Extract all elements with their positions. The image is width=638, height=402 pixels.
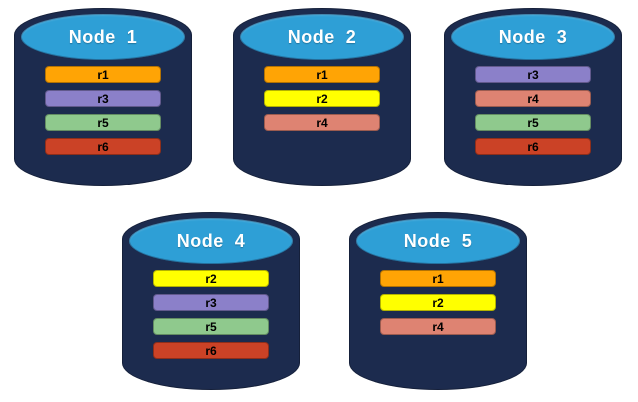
replica-label: r6 xyxy=(527,139,539,154)
cylinder-top-ellipse: Node 4 xyxy=(129,218,293,264)
replica-label: r5 xyxy=(97,115,109,130)
replica-bar-r6: r6 xyxy=(475,138,591,155)
cylinder-top-ellipse: Node 3 xyxy=(451,14,615,60)
replica-label: r2 xyxy=(205,271,217,286)
replica-bar-r2: r2 xyxy=(153,270,269,287)
replica-label: r2 xyxy=(432,295,444,310)
replica-label: r6 xyxy=(205,343,217,358)
replica-bar-r2: r2 xyxy=(264,90,380,107)
replica-bar-r4: r4 xyxy=(264,114,380,131)
node-title: Node 1 xyxy=(68,26,138,47)
replica-bar-r3: r3 xyxy=(153,294,269,311)
replica-label: r1 xyxy=(432,271,444,286)
replica-bar-r5: r5 xyxy=(475,114,591,131)
replica-bar-r2: r2 xyxy=(380,294,496,311)
replica-bar-r3: r3 xyxy=(475,66,591,83)
db-node-cylinder-3: Node 3 r3 r4 r5 r6 xyxy=(444,8,622,186)
replica-label: r4 xyxy=(432,319,444,334)
replica-label: r3 xyxy=(205,295,217,310)
replica-bar-r6: r6 xyxy=(45,138,161,155)
db-node-cylinder-1: Node 1 r1 r3 r5 r6 xyxy=(14,8,192,186)
replica-label: r4 xyxy=(527,91,539,106)
replica-bar-r1: r1 xyxy=(380,270,496,287)
replica-label: r2 xyxy=(316,91,328,106)
replica-list: r1 r3 r5 r6 xyxy=(14,66,192,155)
replica-label: r3 xyxy=(97,91,109,106)
replica-label: r5 xyxy=(205,319,217,334)
node-title: Node 4 xyxy=(176,230,246,251)
replica-bar-r4: r4 xyxy=(380,318,496,335)
replica-label: r1 xyxy=(97,67,109,82)
replica-bar-r3: r3 xyxy=(45,90,161,107)
replica-label: r1 xyxy=(316,67,328,82)
replica-label: r6 xyxy=(97,139,109,154)
replica-label: r3 xyxy=(527,67,539,82)
replica-list: r1 r2 r4 xyxy=(349,270,527,335)
replica-bar-r5: r5 xyxy=(153,318,269,335)
replica-list: r1 r2 r4 xyxy=(233,66,411,131)
cylinder-top-ellipse: Node 5 xyxy=(356,218,520,264)
db-node-cylinder-5: Node 5 r1 r2 r4 xyxy=(349,212,527,390)
replica-bar-r5: r5 xyxy=(45,114,161,131)
replica-label: r5 xyxy=(527,115,539,130)
node-title: Node 5 xyxy=(403,230,473,251)
db-node-cylinder-2: Node 2 r1 r2 r4 xyxy=(233,8,411,186)
cylinder-top-ellipse: Node 1 xyxy=(21,14,185,60)
replica-bar-r1: r1 xyxy=(45,66,161,83)
node-title: Node 2 xyxy=(287,26,357,47)
replica-bar-r1: r1 xyxy=(264,66,380,83)
node-title: Node 3 xyxy=(498,26,568,47)
replica-list: r2 r3 r5 r6 xyxy=(122,270,300,359)
replica-bar-r4: r4 xyxy=(475,90,591,107)
db-node-cylinder-4: Node 4 r2 r3 r5 r6 xyxy=(122,212,300,390)
cylinder-top-ellipse: Node 2 xyxy=(240,14,404,60)
replica-list: r3 r4 r5 r6 xyxy=(444,66,622,155)
replica-bar-r6: r6 xyxy=(153,342,269,359)
replica-label: r4 xyxy=(316,115,328,130)
